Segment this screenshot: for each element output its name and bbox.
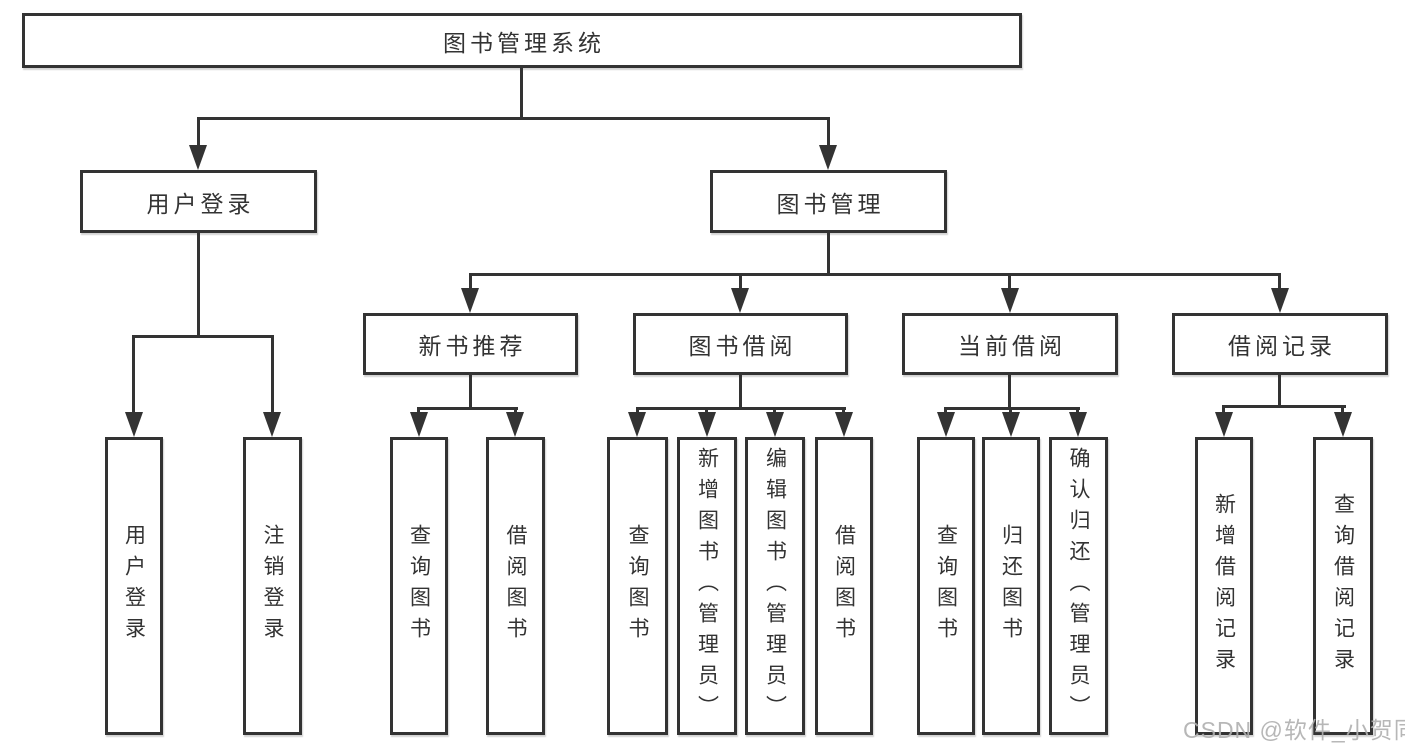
connector-cb-return-drop xyxy=(1009,407,1012,416)
arrowhead-bb-query xyxy=(628,412,646,437)
leaf-confirm-return-admin: 确认归还（管理员） xyxy=(1049,437,1108,735)
arrowhead-bb-edit xyxy=(766,412,784,437)
connector-borrow-records-stem xyxy=(1278,375,1281,408)
arrowhead-br-add xyxy=(1215,412,1233,437)
connector-book-mgmt-drop xyxy=(827,117,830,149)
leaf-add-books-admin: 新增图书（管理员） xyxy=(677,437,737,735)
connector-br-query-drop xyxy=(1341,405,1344,416)
arrowhead-cb-return xyxy=(1002,412,1020,437)
node-user-login-branch: 用户登录 xyxy=(80,170,317,233)
arrowhead-new-books xyxy=(461,288,479,313)
leaf-add-borrow-record: 新增借阅记录 xyxy=(1195,437,1253,735)
arrowhead-bb-add xyxy=(698,412,716,437)
arrowhead-leaf-login xyxy=(125,412,143,437)
node-book-borrowing: 图书借阅 xyxy=(633,313,848,375)
arrowhead-current-borrow xyxy=(1001,288,1019,313)
connector-user-login-rail xyxy=(132,335,274,338)
arrowhead-nb-borrow xyxy=(506,412,524,437)
connector-user-login-drop xyxy=(197,117,200,149)
arrowhead-leaf-logout xyxy=(263,412,281,437)
leaf-return-books: 归还图书 xyxy=(982,437,1040,735)
leaf-query-books-current: 查询图书 xyxy=(917,437,975,735)
arrowhead-user-login xyxy=(189,145,207,170)
leaf-user-login: 用户登录 xyxy=(105,437,163,735)
connector-nb-borrow-drop xyxy=(514,407,517,416)
connector-user-login-stem xyxy=(197,233,200,337)
connector-book-mgmt-stem xyxy=(827,233,830,276)
connector-book-borrow-stem xyxy=(739,375,742,409)
connector-bb-add-drop xyxy=(705,407,708,416)
connector-leaf-login-drop xyxy=(132,335,135,415)
connector-book-borrow-drop xyxy=(739,273,742,291)
connector-br-add-drop xyxy=(1222,405,1225,416)
connector-current-borrow-stem xyxy=(1008,375,1011,409)
connector-nb-query-drop xyxy=(417,407,420,416)
arrowhead-nb-query xyxy=(410,412,428,437)
leaf-query-books-recommend: 查询图书 xyxy=(390,437,448,735)
connector-borrow-records-rail xyxy=(1222,405,1346,408)
connector-borrow-records-drop xyxy=(1278,273,1281,291)
connector-root-stem xyxy=(520,68,523,120)
node-new-book-recommend: 新书推荐 xyxy=(363,313,578,375)
csdn-watermark: CSDN @软件_小贺同学 xyxy=(1183,717,1405,743)
node-library-system: 图书管理系统 xyxy=(22,13,1022,68)
connector-book-borrow-rail xyxy=(636,407,846,410)
node-book-management: 图书管理 xyxy=(710,170,947,233)
connector-current-borrow-drop xyxy=(1008,273,1011,291)
connector-leaf-logout-drop xyxy=(271,335,274,415)
leaf-logout: 注销登录 xyxy=(243,437,302,735)
leaf-query-borrow-record: 查询借阅记录 xyxy=(1313,437,1373,735)
connector-new-books-drop xyxy=(469,273,472,291)
connector-cb-query-drop xyxy=(944,407,947,416)
arrowhead-book-borrow xyxy=(731,288,749,313)
connector-book-mgmt-rail xyxy=(469,273,1281,276)
arrowhead-book-mgmt xyxy=(819,145,837,170)
node-borrowing-records: 借阅记录 xyxy=(1172,313,1388,375)
connector-new-books-rail xyxy=(417,407,518,410)
arrowhead-cb-query xyxy=(937,412,955,437)
node-current-borrowing: 当前借阅 xyxy=(902,313,1118,375)
connector-bb-edit-drop xyxy=(773,407,776,416)
connector-bb-borrow-drop xyxy=(842,407,845,416)
arrowhead-bb-borrow xyxy=(835,412,853,437)
connector-new-books-stem xyxy=(469,375,472,409)
connector-root-rail xyxy=(197,117,830,120)
connector-cb-confirm-drop xyxy=(1076,407,1079,416)
leaf-borrow-books-recommend: 借阅图书 xyxy=(486,437,545,735)
connector-bb-query-drop xyxy=(636,407,639,416)
leaf-edit-books-admin: 编辑图书（管理员） xyxy=(745,437,805,735)
leaf-borrow-books: 借阅图书 xyxy=(815,437,873,735)
arrowhead-cb-confirm xyxy=(1069,412,1087,437)
leaf-query-books-borrowing: 查询图书 xyxy=(607,437,668,735)
arrowhead-br-query xyxy=(1334,412,1352,437)
connector-current-borrow-rail xyxy=(944,407,1080,410)
arrowhead-borrow-records xyxy=(1271,288,1289,313)
